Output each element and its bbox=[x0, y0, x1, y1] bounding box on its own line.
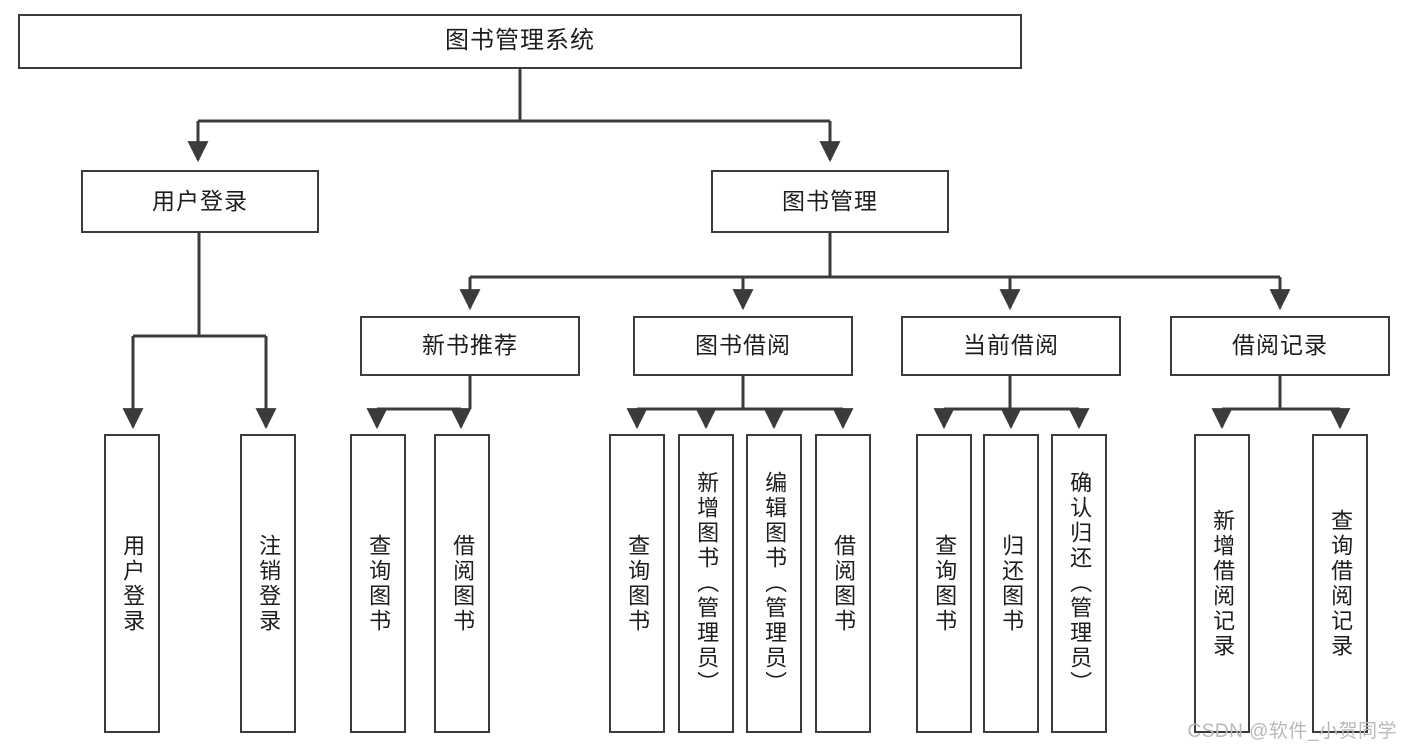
node-leaf-add-record[interactable]: 新增借阅记录 bbox=[1194, 434, 1250, 733]
node-label: 确认归还（管理员） bbox=[1067, 471, 1093, 696]
node-label: 图书管理系统 bbox=[445, 27, 595, 55]
node-label: 借阅图书 bbox=[831, 533, 857, 634]
node-label: 借阅记录 bbox=[1232, 332, 1328, 359]
node-new-book-rec[interactable]: 新书推荐 bbox=[360, 316, 580, 376]
node-label: 用户登录 bbox=[152, 187, 248, 214]
node-borrow-record[interactable]: 借阅记录 bbox=[1170, 316, 1390, 376]
node-root-system[interactable]: 图书管理系统 bbox=[18, 14, 1022, 69]
node-leaf-query-book-2[interactable]: 查询图书 bbox=[609, 434, 665, 733]
node-leaf-user-login[interactable]: 用户登录 bbox=[104, 434, 160, 733]
node-label: 用户登录 bbox=[120, 533, 146, 634]
node-leaf-add-book[interactable]: 新增图书（管理员） bbox=[678, 434, 734, 733]
node-label: 图书借阅 bbox=[695, 332, 791, 359]
node-leaf-edit-book[interactable]: 编辑图书（管理员） bbox=[746, 434, 802, 733]
node-label: 查询图书 bbox=[932, 533, 958, 634]
node-leaf-confirm-return[interactable]: 确认归还（管理员） bbox=[1051, 434, 1107, 733]
node-current-borrow[interactable]: 当前借阅 bbox=[901, 316, 1121, 376]
node-label: 新增借阅记录 bbox=[1210, 508, 1236, 659]
node-label: 当前借阅 bbox=[963, 332, 1059, 359]
node-label: 查询借阅记录 bbox=[1328, 508, 1354, 659]
node-leaf-query-book-3[interactable]: 查询图书 bbox=[916, 434, 972, 733]
node-label: 新书推荐 bbox=[422, 332, 518, 359]
node-book-borrow[interactable]: 图书借阅 bbox=[633, 316, 853, 376]
node-leaf-query-record[interactable]: 查询借阅记录 bbox=[1312, 434, 1368, 733]
node-label: 编辑图书（管理员） bbox=[762, 471, 788, 696]
node-leaf-borrow-book-2[interactable]: 借阅图书 bbox=[815, 434, 871, 733]
node-label: 图书管理 bbox=[782, 187, 878, 214]
node-user-login[interactable]: 用户登录 bbox=[81, 170, 319, 233]
node-book-manage[interactable]: 图书管理 bbox=[711, 170, 949, 233]
node-label: 借阅图书 bbox=[450, 533, 476, 634]
node-label: 查询图书 bbox=[625, 533, 651, 634]
node-label: 注销登录 bbox=[256, 533, 282, 634]
node-label: 新增图书（管理员） bbox=[694, 471, 720, 696]
node-leaf-borrow-book-1[interactable]: 借阅图书 bbox=[434, 434, 490, 733]
node-leaf-logout[interactable]: 注销登录 bbox=[240, 434, 296, 733]
node-label: 归还图书 bbox=[999, 533, 1025, 634]
node-leaf-return-book[interactable]: 归还图书 bbox=[983, 434, 1039, 733]
watermark-text: CSDN @软件_小贺同学 bbox=[1187, 721, 1397, 742]
node-label: 查询图书 bbox=[366, 533, 392, 634]
node-leaf-query-book-1[interactable]: 查询图书 bbox=[350, 434, 406, 733]
